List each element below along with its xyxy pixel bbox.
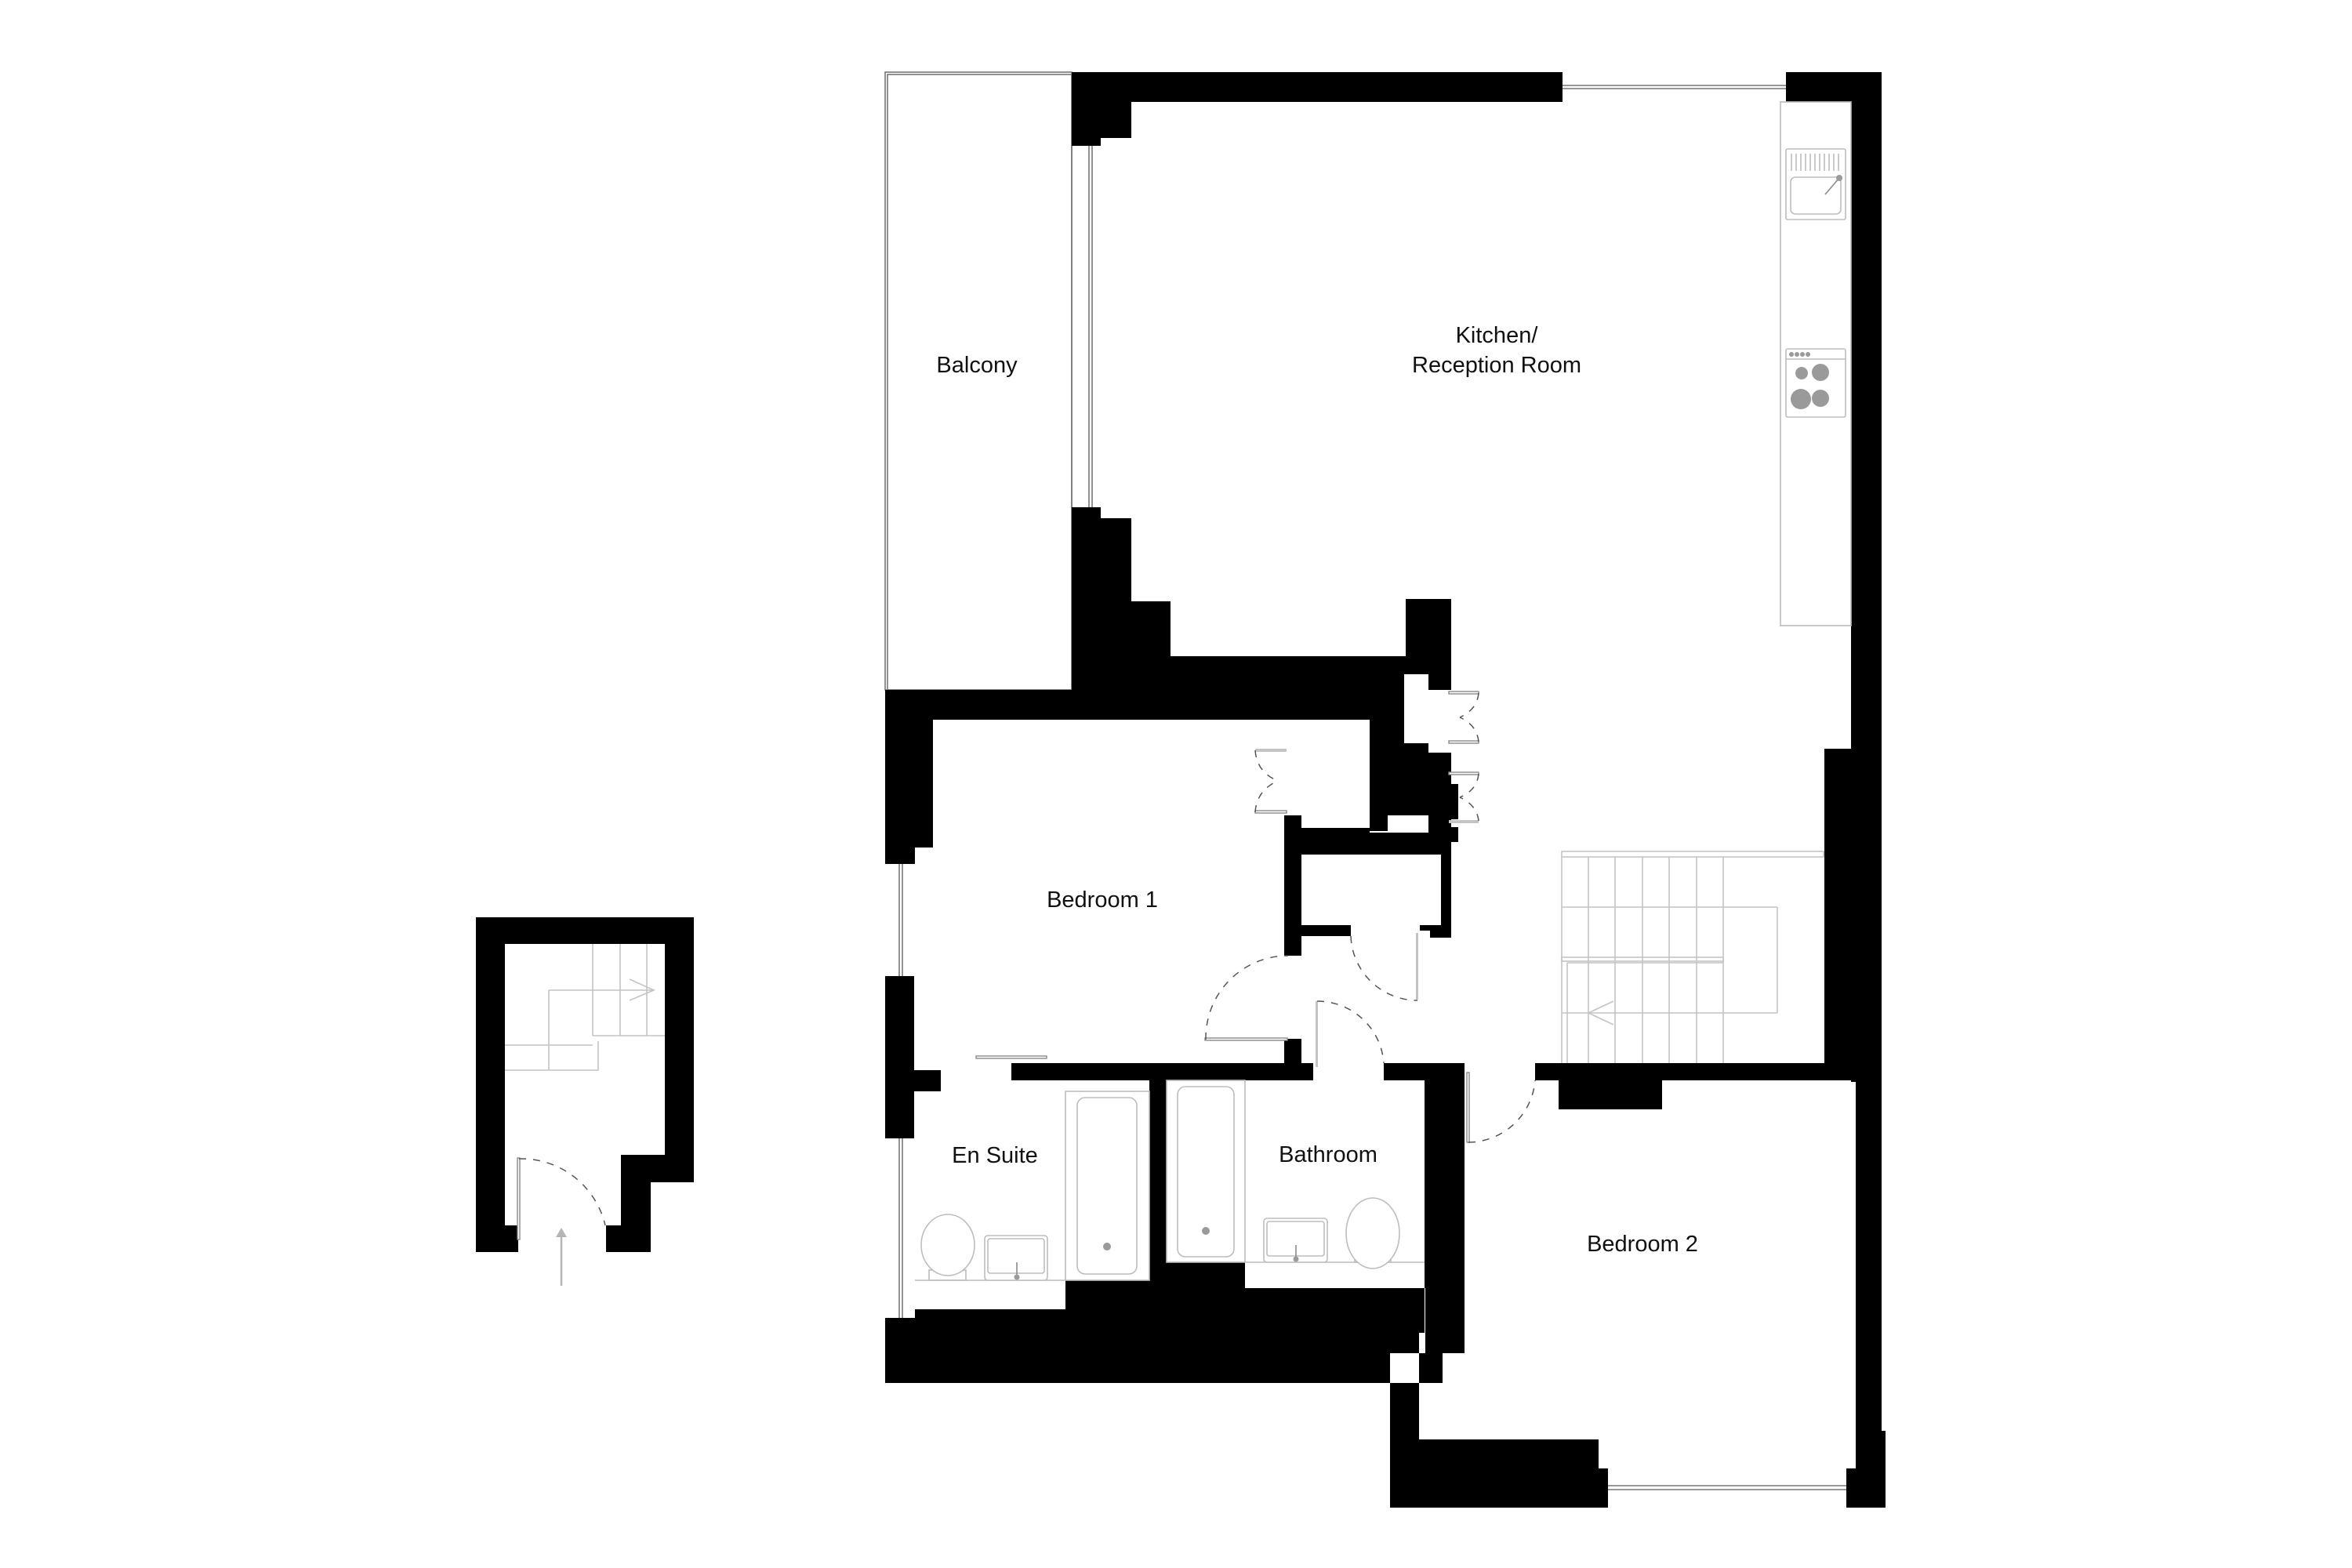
bathroom-wc-icon — [1345, 1197, 1400, 1269]
entrance-lobby-walls — [476, 917, 694, 1252]
bathroom-basin-icon — [1263, 1218, 1328, 1263]
ensuite-wc-icon — [920, 1214, 975, 1281]
cupboard-doors-bedroom1[interactable] — [1254, 749, 1287, 814]
cupboard-doors-hall-1[interactable] — [1448, 691, 1479, 744]
room-label-bedroom-1: Bedroom 1 — [1047, 887, 1158, 913]
door-bedroom2[interactable] — [1466, 1072, 1536, 1143]
hob-icon — [1785, 348, 1846, 418]
bathroom-bathtub — [1166, 1080, 1246, 1263]
room-label-en-suite: En Suite — [952, 1143, 1038, 1168]
wall-ensuite-bath-divider — [1149, 1080, 1167, 1113]
staircase — [1561, 851, 1824, 1063]
wall-bedroom2-top — [1535, 1063, 1824, 1109]
balcony-outline — [884, 71, 1073, 691]
door-bedroom1[interactable] — [1204, 955, 1289, 1041]
entrance-stair — [505, 944, 665, 1071]
kitchen-sink-icon — [1785, 148, 1846, 220]
cupboard-doors-hall-2[interactable] — [1448, 771, 1479, 823]
wall-balcony-divider — [885, 507, 1451, 864]
door-ensuite-sliding[interactable] — [975, 1055, 1047, 1059]
wall-bedroom2-left — [1390, 1080, 1608, 1508]
wall-closet-left — [1284, 815, 1458, 956]
wall-bedroom1-left-lower — [885, 976, 941, 1138]
up-arrow-icon — [556, 1228, 567, 1286]
ensuite-bathtub — [1065, 1091, 1150, 1281]
wall-right-exterior — [1786, 72, 1886, 1508]
room-label-bathroom: Bathroom — [1279, 1142, 1377, 1167]
entrance-lobby — [476, 917, 694, 1286]
wall-bathrooms-bottom-2 — [885, 1318, 1390, 1383]
wall-corridor — [1011, 1039, 1313, 1080]
ensuite-basin-icon — [984, 1235, 1048, 1281]
room-label-kitchen-reception: Kitchen/ Reception Room — [1412, 323, 1581, 378]
walls — [885, 72, 1886, 1508]
room-label-balcony: Balcony — [936, 353, 1018, 378]
entrance-door[interactable] — [517, 1157, 606, 1240]
door-bathroom[interactable] — [1316, 1000, 1385, 1067]
glazing — [898, 85, 1846, 1490]
door-closet[interactable] — [1350, 933, 1418, 1001]
wall-bathrooms-bottom — [885, 1113, 1425, 1353]
wall-kitchen-top — [1072, 72, 1563, 146]
room-label-bedroom-2: Bedroom 2 — [1587, 1232, 1698, 1257]
